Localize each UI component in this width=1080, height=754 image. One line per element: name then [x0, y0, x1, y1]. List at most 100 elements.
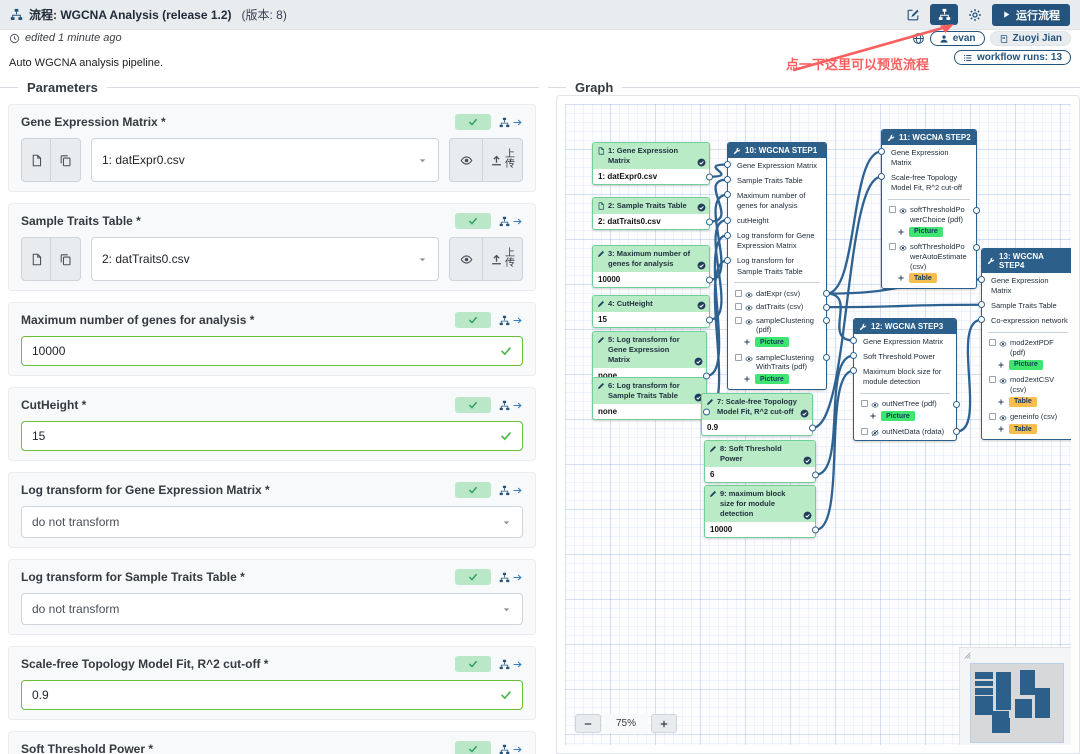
value-input[interactable]: 0.9: [21, 680, 523, 710]
output-type-badge[interactable]: Picture: [1009, 359, 1043, 370]
graph-input-node[interactable]: 9: maximum block size for module detecti…: [704, 485, 819, 539]
output-checkbox[interactable]: [861, 400, 868, 407]
output-port[interactable]: [706, 173, 713, 181]
output-checkbox[interactable]: [989, 339, 996, 346]
preview-file-button[interactable]: [449, 138, 483, 182]
plus-icon[interactable]: [997, 398, 1005, 406]
input-port[interactable]: [724, 191, 731, 199]
apply-to-graph-button[interactable]: [499, 572, 523, 583]
output-checkbox[interactable]: [889, 206, 896, 213]
output-port[interactable]: [823, 290, 830, 298]
output-checkbox[interactable]: [735, 353, 742, 361]
file-select[interactable]: 2: datTraits0.csv: [91, 237, 439, 281]
plus-icon[interactable]: [897, 274, 905, 282]
output-port[interactable]: [812, 471, 819, 479]
output-type-badge[interactable]: Picture: [909, 226, 943, 237]
value-input[interactable]: 15: [21, 421, 523, 451]
output-port[interactable]: [823, 317, 830, 325]
graph-input-node[interactable]: 2: Sample Traits Table 2: datTraits0.csv: [592, 197, 713, 231]
output-port[interactable]: [953, 428, 960, 435]
input-port[interactable]: [878, 173, 885, 181]
output-port[interactable]: [809, 424, 816, 432]
apply-to-graph-button[interactable]: [499, 659, 523, 670]
output-port[interactable]: [973, 243, 980, 251]
minimap[interactable]: [959, 647, 1071, 745]
plus-icon[interactable]: [997, 425, 1005, 433]
input-port[interactable]: [724, 231, 731, 239]
output-checkbox[interactable]: [989, 413, 996, 420]
output-checkbox[interactable]: [735, 316, 742, 324]
output-port[interactable]: [703, 372, 710, 380]
input-port[interactable]: [978, 316, 985, 324]
apply-to-graph-button[interactable]: [499, 117, 523, 128]
eye-icon[interactable]: [745, 291, 753, 299]
file-select[interactable]: 1: datExpr0.csv: [91, 138, 439, 182]
output-type-badge[interactable]: Table: [909, 273, 937, 284]
zoom-in-button[interactable]: [651, 714, 677, 733]
run-workflow-button[interactable]: 运行流程: [992, 3, 1070, 26]
input-port[interactable]: [978, 301, 985, 309]
graph-input-node[interactable]: 7: Scale-free Topology Model Fit, R^2 cu…: [701, 393, 816, 437]
output-port[interactable]: [706, 218, 713, 226]
input-port[interactable]: [724, 256, 731, 264]
graph-canvas[interactable]: 75% 1: Gene Expression Matrix 1: datExpr…: [565, 104, 1071, 745]
value-select[interactable]: do not transform: [21, 593, 523, 625]
owner-badge[interactable]: Zuoyi Jian: [989, 31, 1071, 46]
resize-handle-icon[interactable]: [963, 651, 972, 660]
output-port[interactable]: [812, 526, 819, 534]
plus-icon[interactable]: [897, 228, 905, 236]
output-port[interactable]: [823, 303, 830, 311]
file-button[interactable]: [21, 237, 51, 281]
zoom-out-button[interactable]: [575, 714, 601, 733]
graph-input-node[interactable]: 6: Log transform for Sample Traits Table…: [592, 377, 710, 421]
output-checkbox[interactable]: [735, 303, 742, 311]
output-checkbox[interactable]: [735, 289, 742, 297]
plus-icon[interactable]: [997, 361, 1005, 369]
eye-icon[interactable]: [745, 304, 753, 312]
output-port[interactable]: [706, 276, 713, 284]
plus-icon[interactable]: [743, 375, 751, 383]
output-port[interactable]: [823, 354, 830, 362]
apply-to-graph-button[interactable]: [499, 400, 523, 411]
eye-icon[interactable]: [745, 355, 753, 363]
output-checkbox[interactable]: [889, 243, 896, 250]
plus-icon[interactable]: [869, 412, 877, 420]
graph-input-node[interactable]: 1: Gene Expression Matrix 1: datExpr0.cs…: [592, 142, 713, 186]
output-type-badge[interactable]: Table: [1009, 424, 1037, 434]
eye-slash-icon[interactable]: [871, 429, 879, 437]
output-checkbox[interactable]: [861, 427, 868, 435]
input-port[interactable]: [850, 337, 857, 344]
eye-icon[interactable]: [899, 244, 907, 252]
eye-icon[interactable]: [745, 318, 753, 326]
output-port[interactable]: [953, 400, 960, 408]
preview-graph-button[interactable]: [930, 4, 958, 25]
preview-file-button[interactable]: [449, 237, 483, 281]
settings-button[interactable]: [964, 6, 986, 24]
output-type-badge[interactable]: Picture: [881, 411, 915, 421]
input-port[interactable]: [850, 367, 857, 375]
upload-button[interactable]: 上传: [483, 138, 523, 182]
copy-button[interactable]: [51, 138, 81, 182]
upload-button[interactable]: 上传: [483, 237, 523, 281]
eye-icon[interactable]: [899, 207, 907, 215]
input-port[interactable]: [724, 216, 731, 224]
apply-to-graph-button[interactable]: [499, 216, 523, 227]
input-port[interactable]: [724, 176, 731, 184]
input-port[interactable]: [978, 276, 985, 283]
input-port[interactable]: [850, 352, 857, 360]
minimap-viewport[interactable]: [970, 663, 1064, 743]
copy-button[interactable]: [51, 237, 81, 281]
output-port[interactable]: [973, 206, 980, 214]
output-checkbox[interactable]: [989, 376, 996, 383]
value-select[interactable]: do not transform: [21, 506, 523, 538]
output-port[interactable]: [706, 316, 713, 324]
edit-workflow-button[interactable]: [902, 6, 924, 24]
output-type-badge[interactable]: Table: [1009, 396, 1037, 407]
graph-input-node[interactable]: 3: Maximum number of genes for analysis …: [592, 245, 713, 289]
apply-to-graph-button[interactable]: [499, 315, 523, 326]
graph-input-node[interactable]: 5: Log transform for Gene Expression Mat…: [592, 331, 710, 385]
